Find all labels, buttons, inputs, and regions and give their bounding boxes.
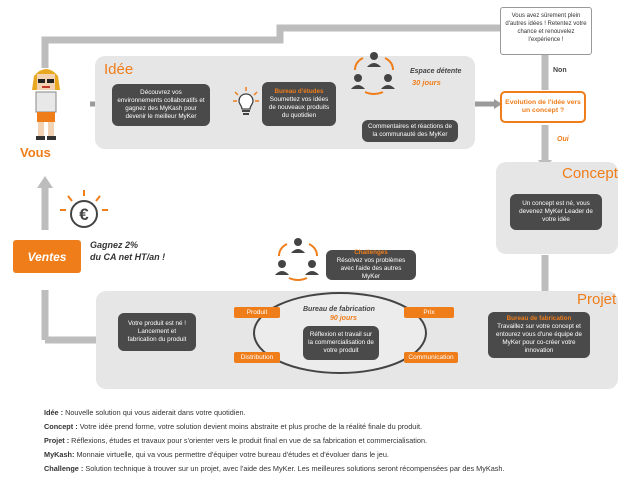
challenges-text: Résolvez vos problèmes avec l'aide des a…	[336, 257, 406, 280]
euro-coin-icon: €	[60, 190, 108, 228]
tag-produit: Produit	[234, 307, 280, 318]
bureau-etudes-text: Soumettez vos idées de nouveaux produits…	[268, 96, 330, 119]
legend-item: MyKash: Monnaie virtuelle, qui va vous p…	[44, 450, 389, 459]
oui-label: Oui	[557, 136, 569, 143]
bureau-fab-center-title: Bureau de fabrication	[303, 306, 375, 313]
bureau-etudes-box: Bureau d'études Soumettez vos idées de n…	[262, 82, 336, 126]
tag-distribution: Distribution	[234, 352, 280, 363]
challenges-box: Challenges Résolvez vos problèmes avec l…	[326, 249, 416, 280]
produit-box: Votre produit est né ! Lancement et fabr…	[118, 313, 196, 351]
challenges-title: Challenges	[354, 249, 388, 256]
ventes-box: Ventes	[13, 240, 81, 273]
legend-item: Projet : Réflexions, études et travaux p…	[44, 436, 428, 445]
gain-line2: du CA net HT/an !	[90, 252, 166, 262]
legend-item: Idée : Nouvelle solution qui vous aidera…	[44, 408, 246, 417]
gain-line1: Gagnez 2%	[90, 240, 139, 250]
idee-box: Découvrez vos environnements collaborati…	[112, 84, 210, 126]
challenges-cycle-icon	[275, 238, 319, 281]
espace-detente-duration: 30 jours	[412, 78, 441, 87]
evolution-box: Evolution de l'idée vers un concept ?	[500, 91, 586, 123]
retry-note: Vous avez sûrement plein d'autres idées …	[500, 7, 592, 55]
bureau-etudes-title: Bureau d'études	[274, 88, 324, 95]
evolution-text: Evolution de l'idée vers un concept ?	[505, 98, 581, 115]
lightbulb-icon	[233, 87, 259, 115]
concept-panel-title: Concept	[562, 165, 618, 182]
avatar-girl-icon	[32, 69, 60, 140]
espace-detente-title: Espace détente	[410, 68, 462, 75]
projet-panel-title: Projet	[577, 291, 617, 308]
bureau-fab-right-title: Bureau de fabrication	[506, 315, 572, 322]
bureau-fab-center-box: Réflexion et travail sur la commercialis…	[303, 326, 379, 360]
people-cycle-icon	[351, 52, 395, 95]
bureau-fab-right-text: Travaillez sur votre concept et entourez…	[496, 323, 582, 354]
bureau-fab-right-box: Bureau de fabrication Travaillez sur vot…	[488, 312, 590, 358]
tag-communication: Communication	[404, 352, 458, 363]
ventes-label: Ventes	[27, 249, 67, 264]
vous-label: Vous	[20, 145, 51, 160]
svg-text:€: €	[79, 205, 89, 224]
concept-box: Un concept est né, vous devenez MyKer Le…	[510, 194, 602, 230]
retry-note-text: Vous avez sûrement plein d'autres idées …	[505, 13, 587, 43]
tag-prix: Prix	[404, 307, 454, 318]
idee-panel-title: Idée	[104, 61, 134, 78]
bureau-fab-center-duration: 90 jours	[330, 315, 357, 322]
non-label: Non	[553, 67, 567, 74]
legend-item: Challenge : Solution technique à trouver…	[44, 464, 505, 473]
commentaires-box: Commentaires et réactions de la communau…	[362, 120, 458, 142]
legend-item: Concept : Votre idée prend forme, votre …	[44, 422, 423, 431]
